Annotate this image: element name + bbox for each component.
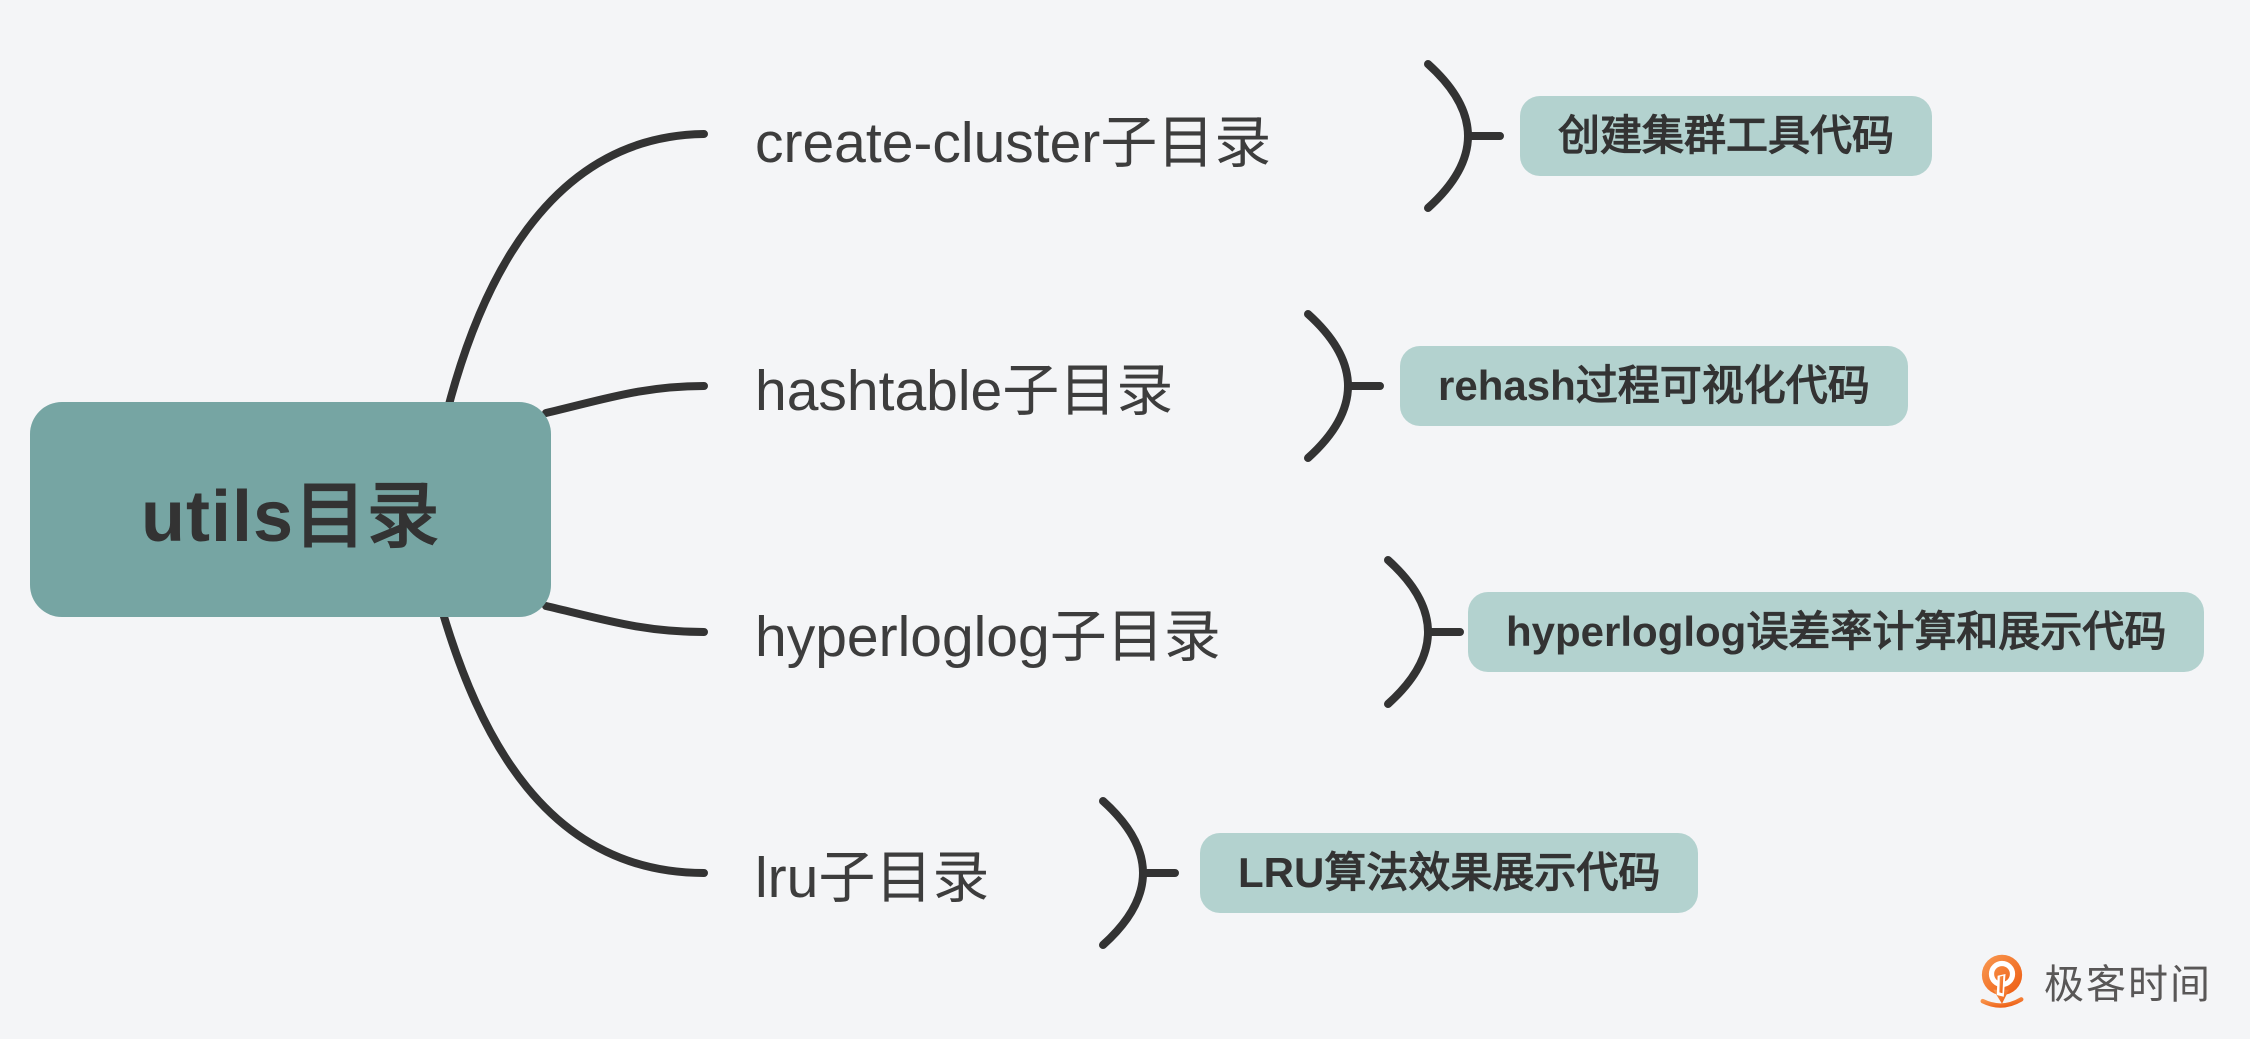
summary-badge-hashtable[interactable]: rehash过程可视化代码 — [1400, 346, 1908, 426]
branch-curve-hashtable — [542, 382, 708, 417]
branch-node-hashtable[interactable]: hashtable子目录 — [755, 359, 1174, 423]
summary-brace-hyperloglog — [1384, 556, 1464, 708]
geektime-logo-icon — [1980, 954, 2024, 1008]
branch-curve-hyperloglog — [542, 602, 708, 636]
logo-needle-core — [1999, 975, 2004, 994]
root-node-label: utils目录 — [140, 477, 440, 557]
logo-swoosh — [1980, 997, 2024, 1008]
branch-curve-create-cluster — [443, 130, 708, 416]
branch-node-create-cluster[interactable]: create-cluster子目录 — [755, 111, 1272, 175]
summary-brace-lru — [1099, 797, 1179, 949]
brand-watermark: 极客时间 — [1974, 951, 2212, 1011]
branch-node-lru[interactable]: lru子目录 — [755, 846, 990, 910]
branch-node-hyperloglog[interactable]: hyperloglog子目录 — [755, 605, 1221, 669]
summary-badge-create-cluster[interactable]: 创建集群工具代码 — [1520, 96, 1933, 176]
summary-badge-lru[interactable]: LRU算法效果展示代码 — [1200, 833, 1699, 913]
summary-brace-hashtable — [1304, 310, 1384, 462]
summary-brace-create-cluster — [1424, 60, 1504, 212]
summary-badge-hyperloglog[interactable]: hyperloglog误差率计算和展示代码 — [1468, 592, 2205, 672]
root-node[interactable]: utils目录 — [30, 402, 551, 617]
branch-curve-lru — [438, 606, 708, 877]
brand-name: 极客时间 — [2044, 963, 2212, 1007]
